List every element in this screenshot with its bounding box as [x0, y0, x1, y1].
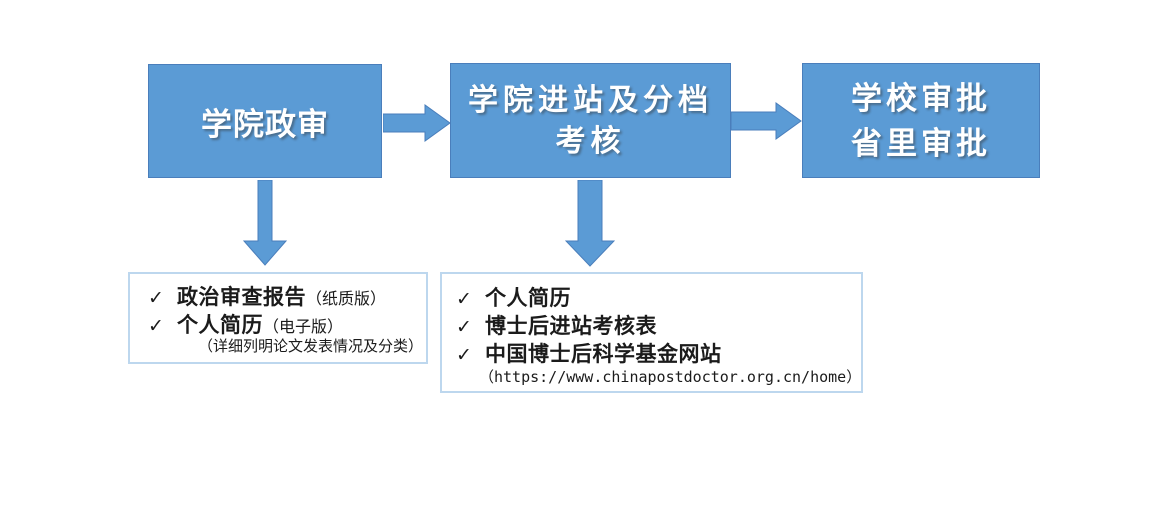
arrow-right-icon	[731, 101, 802, 141]
arrow-right-icon	[383, 103, 451, 143]
checklist-note: （详细列明论文发表情况及分类）	[198, 338, 424, 355]
checklist-item-suffix: （电子版）	[263, 319, 344, 336]
flow-step-label-line: 考核	[555, 124, 626, 158]
checklist-item: ✓ 个人简历	[456, 282, 861, 310]
flow-step-label-line: 学校审批	[851, 80, 991, 116]
check-icon: ✓	[456, 288, 472, 310]
check-icon: ✓	[456, 316, 472, 338]
checklist-item-text: 个人简历	[485, 287, 571, 310]
flow-step-label: 学院政审	[201, 106, 329, 142]
checklist-item: ✓ 博士后进站考核表	[456, 310, 861, 338]
checklist-item: ✓ 中国博士后科学基金网站	[456, 338, 861, 366]
checklist-item: ✓ 个人简历 （电子版）	[148, 309, 426, 337]
checklist-item-text: 个人简历	[177, 314, 263, 337]
check-icon: ✓	[456, 344, 472, 366]
flow-step-entry-and-tier-assessment: 学院进站及分档 考核	[450, 63, 731, 178]
flow-step-college-political-review: 学院政审	[148, 64, 382, 178]
checklist-note-url: （https://www.chinapostdoctor.org.cn/home…	[479, 368, 862, 386]
check-icon: ✓	[148, 315, 164, 337]
checklist-political-review-docs: ✓ 政治审查报告 （纸质版） ✓ 个人简历 （电子版） （详细列明论文发表情况及…	[128, 272, 428, 364]
checklist-item-suffix: （纸质版）	[306, 291, 387, 308]
flow-step-label-line: 学院进站及分档	[468, 83, 713, 117]
checklist-item-text: 博士后进站考核表	[485, 315, 657, 338]
check-icon: ✓	[148, 287, 164, 309]
checklist-item-text: 政治审查报告	[177, 286, 306, 309]
checklist-item: ✓ 政治审查报告 （纸质版）	[148, 281, 426, 309]
checklist-entry-docs: ✓ 个人简历 ✓ 博士后进站考核表 ✓ 中国博士后科学基金网站 （https:/…	[440, 272, 863, 393]
checklist-item-text: 中国博士后科学基金网站	[485, 343, 722, 366]
flow-step-school-province-approval: 学校审批 省里审批	[802, 63, 1040, 178]
arrow-down-icon	[565, 180, 615, 267]
flow-step-label-line: 省里审批	[851, 125, 991, 161]
arrow-down-icon	[243, 180, 287, 266]
